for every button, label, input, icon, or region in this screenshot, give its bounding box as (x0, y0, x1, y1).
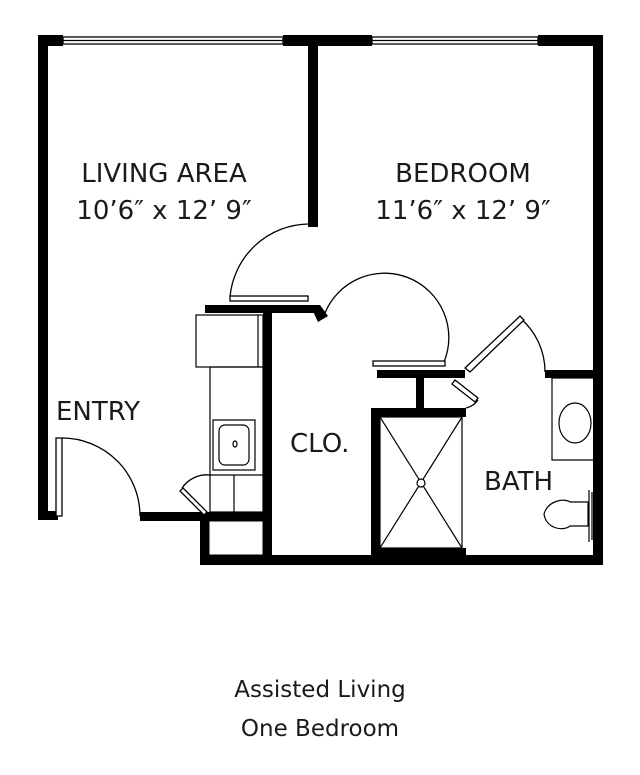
walls (38, 35, 603, 565)
caption-line-2: One Bedroom (240, 716, 400, 742)
windows (62, 36, 539, 45)
shower (379, 416, 463, 549)
bath-label: BATH (484, 467, 553, 497)
living-area-label: LIVING AREA (81, 159, 247, 189)
closet-box (208, 520, 264, 556)
living-area-dimensions: 10’6″ x 12’ 9″ (76, 196, 252, 226)
kitchen (195, 314, 264, 513)
caption-line-1: Assisted Living (234, 677, 406, 703)
doors (55, 223, 546, 517)
bedroom-label: BEDROOM (395, 159, 531, 189)
bath-fixtures (543, 377, 595, 542)
entry-label: ENTRY (56, 397, 140, 427)
bedroom-dimensions: 11’6″ x 12’ 9″ (375, 196, 551, 226)
closet-label: CLO. (290, 429, 349, 459)
